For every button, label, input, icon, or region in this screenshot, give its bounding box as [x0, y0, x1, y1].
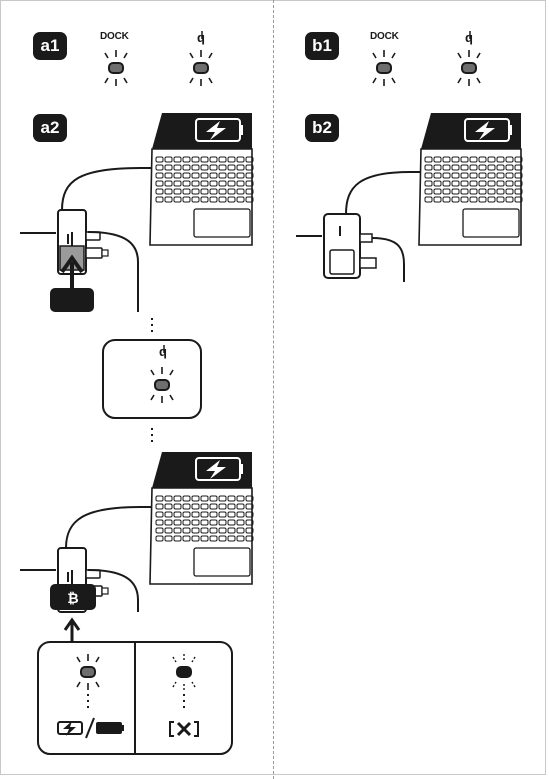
- qi-led-blinking: [457, 49, 481, 87]
- phone-illustration: [50, 288, 94, 312]
- callout-box: [102, 339, 202, 419]
- laptop-illustration: [419, 113, 522, 245]
- no-charge-icon: [169, 721, 199, 737]
- svg-text:₿: ₿: [67, 590, 78, 606]
- hub-with-phone-illustration: [323, 213, 377, 279]
- insert-arrow: [60, 254, 84, 292]
- dock-label: DOCK: [100, 31, 129, 42]
- dock-label: DOCK: [370, 31, 399, 42]
- laptop-illustration: [150, 452, 253, 584]
- laptop-illustration: [150, 113, 253, 245]
- step-badge-b1: b1: [305, 32, 339, 60]
- step-badge-a1: a1: [33, 32, 67, 60]
- usb-c-cable: [61, 167, 152, 211]
- qi-icon: [196, 29, 206, 46]
- dock-led-blinking: [372, 49, 396, 87]
- qi-icon: [464, 29, 474, 46]
- qi-icon: [158, 343, 168, 360]
- step-badge-a2: a2: [33, 114, 67, 142]
- step-badge-b2: b2: [305, 114, 339, 142]
- battery-charging-icon: [57, 717, 124, 739]
- phone-illustration: [50, 584, 96, 610]
- dock-led-blinking: [104, 49, 128, 87]
- qi-led-blinking: [189, 49, 213, 87]
- column-divider: [273, 0, 274, 779]
